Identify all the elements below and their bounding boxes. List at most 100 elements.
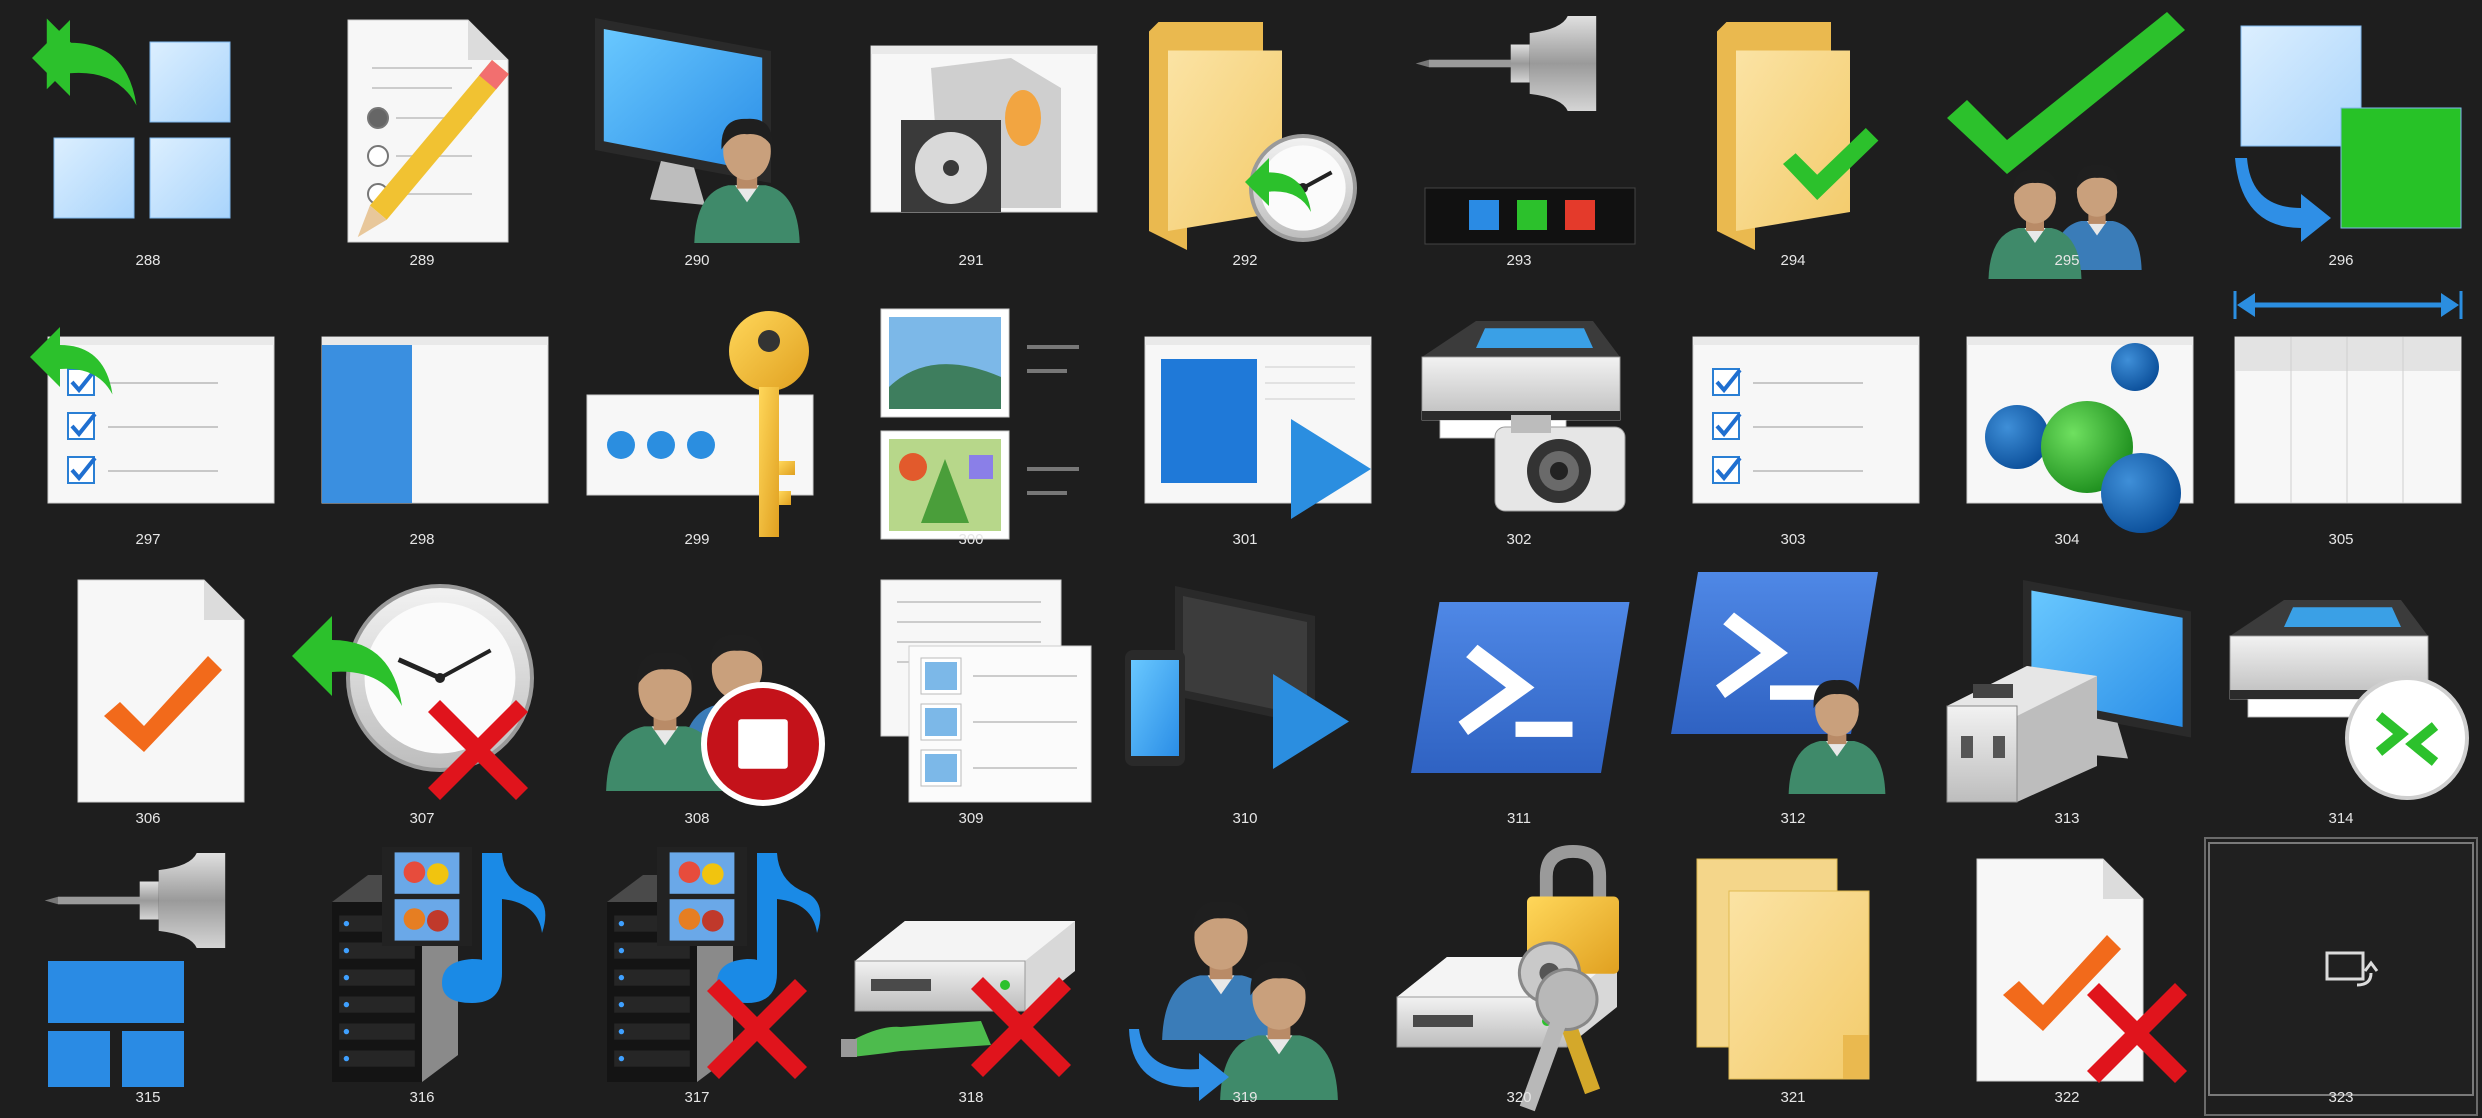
icon-number-label: 315 bbox=[135, 1089, 161, 1106]
icon-tile[interactable]: 314 bbox=[2204, 558, 2478, 837]
icon-number-label: 294 bbox=[1780, 252, 1806, 269]
icon-number-label: 290 bbox=[684, 252, 710, 269]
icon-tile[interactable]: 313 bbox=[1930, 558, 2204, 837]
icon-tile[interactable]: 295 bbox=[1930, 0, 2204, 279]
icon-number-label: 309 bbox=[958, 810, 984, 827]
icon-number-label: 307 bbox=[409, 810, 435, 827]
icon-tile[interactable]: 309 bbox=[834, 558, 1108, 837]
icon-tile[interactable]: 316 bbox=[285, 837, 559, 1116]
undo-checklist-icon bbox=[30, 327, 275, 504]
network-drive-disconnect-icon bbox=[841, 921, 1075, 1077]
software-install-icon bbox=[870, 45, 1098, 213]
device-cast-play-icon bbox=[1125, 586, 1349, 769]
icon-number-label: 288 bbox=[135, 252, 161, 269]
icon-number-label: 289 bbox=[409, 252, 435, 269]
folders-icon bbox=[1696, 858, 1870, 1080]
folder-check-icon bbox=[1717, 22, 1879, 251]
printer-connect-icon bbox=[2229, 600, 2469, 800]
icon-tile[interactable]: 299 bbox=[560, 279, 834, 558]
icon-tile[interactable]: 317 bbox=[560, 837, 834, 1116]
powershell-icon bbox=[1411, 602, 1630, 773]
icon-tile[interactable]: 296 bbox=[2204, 0, 2478, 279]
icon-tile[interactable]: 323 bbox=[2204, 837, 2478, 1116]
icon-number-label: 320 bbox=[1506, 1089, 1532, 1106]
clock-history-delete-icon bbox=[292, 584, 534, 800]
icon-tile[interactable]: 300 bbox=[834, 279, 1108, 558]
icon-number-label: 306 bbox=[135, 810, 161, 827]
icon-tile[interactable]: 297 bbox=[11, 279, 285, 558]
icon-tile[interactable]: 315 bbox=[11, 837, 285, 1116]
icon-tile[interactable]: 302 bbox=[1382, 279, 1656, 558]
image-list-icon bbox=[880, 308, 1079, 540]
icon-number-label: 316 bbox=[409, 1089, 435, 1106]
icon-number-label: 291 bbox=[958, 252, 984, 269]
folder-history-icon bbox=[1149, 22, 1357, 251]
task-document-delete-icon bbox=[1976, 858, 2187, 1083]
icon-tile[interactable]: 294 bbox=[1656, 0, 1930, 279]
window-switch-icon bbox=[2208, 842, 2474, 1096]
icon-number-label: 304 bbox=[2054, 531, 2080, 548]
icon-number-label: 313 bbox=[2054, 810, 2080, 827]
media-window-play-icon bbox=[1144, 336, 1372, 519]
icon-tile[interactable]: 305 bbox=[2204, 279, 2478, 558]
icon-tile[interactable]: 291 bbox=[834, 0, 1108, 279]
icon-tile[interactable]: 321 bbox=[1656, 837, 1930, 1116]
media-server-icon bbox=[332, 847, 546, 1082]
icon-tile[interactable]: 322 bbox=[1930, 837, 2204, 1116]
drive-lock-key-icon bbox=[1396, 845, 1619, 1112]
powershell-user-icon bbox=[1671, 572, 1886, 794]
users-stop-icon bbox=[606, 634, 825, 806]
icon-tile[interactable]: 308 bbox=[560, 558, 834, 837]
icon-tile[interactable]: 301 bbox=[1108, 279, 1382, 558]
icon-tile[interactable]: 310 bbox=[1108, 558, 1382, 837]
icon-tile[interactable]: 318 bbox=[834, 837, 1108, 1116]
undo-tiles-icon bbox=[32, 18, 231, 219]
icon-number-label: 301 bbox=[1232, 531, 1258, 548]
icon-tile[interactable]: 307 bbox=[285, 558, 559, 837]
icon-number-label: 308 bbox=[684, 810, 710, 827]
icon-number-label: 321 bbox=[1780, 1089, 1806, 1106]
icon-tile[interactable]: 288 bbox=[11, 0, 285, 279]
users-check-icon bbox=[1947, 12, 2185, 279]
icon-number-label: 314 bbox=[2328, 810, 2354, 827]
side-pane-window-icon bbox=[321, 336, 549, 504]
icon-number-label: 295 bbox=[2054, 252, 2080, 269]
icon-tile[interactable]: 319 bbox=[1108, 837, 1382, 1116]
icon-number-label: 299 bbox=[684, 531, 710, 548]
icon-number-label: 300 bbox=[958, 531, 984, 548]
pin-taskbar-icon bbox=[1415, 16, 1636, 245]
icon-number-label: 318 bbox=[958, 1089, 984, 1106]
bubbles-window-icon bbox=[1966, 336, 2194, 533]
icon-tile[interactable]: 289 bbox=[285, 0, 559, 279]
icon-tile[interactable]: 290 bbox=[560, 0, 834, 279]
icon-number-label: 323 bbox=[2328, 1089, 2354, 1106]
icon-tile[interactable]: 292 bbox=[1108, 0, 1382, 279]
icon-tile[interactable]: 320 bbox=[1382, 837, 1656, 1116]
icon-number-label: 312 bbox=[1780, 810, 1806, 827]
icon-number-label: 319 bbox=[1232, 1089, 1258, 1106]
move-tile-icon bbox=[2235, 25, 2462, 242]
remote-user-monitor-icon bbox=[595, 18, 800, 243]
toolbox-monitor-icon bbox=[1946, 580, 2191, 803]
icon-tile[interactable]: 306 bbox=[11, 558, 285, 837]
printer-camera-icon bbox=[1421, 321, 1626, 512]
icon-number-label: 297 bbox=[135, 531, 161, 548]
icon-tile[interactable]: 298 bbox=[285, 279, 559, 558]
icon-tile[interactable]: 312 bbox=[1656, 558, 1930, 837]
document-edit-icon bbox=[347, 19, 509, 243]
icon-tile[interactable]: 311 bbox=[1382, 558, 1656, 837]
icon-number-label: 292 bbox=[1232, 252, 1258, 269]
task-document-icon bbox=[77, 579, 245, 803]
users-switch-icon bbox=[1129, 901, 1338, 1101]
icon-tile[interactable]: 303 bbox=[1656, 279, 1930, 558]
icon-number-label: 302 bbox=[1506, 531, 1532, 548]
icon-number-label: 310 bbox=[1232, 810, 1258, 827]
icon-tile[interactable]: 293 bbox=[1382, 0, 1656, 279]
icon-number-label: 322 bbox=[2054, 1089, 2080, 1106]
pin-start-tiles-icon bbox=[44, 853, 226, 1087]
icon-number-label: 317 bbox=[684, 1089, 710, 1106]
icon-number-label: 311 bbox=[1507, 810, 1531, 827]
icon-tile[interactable]: 304 bbox=[1930, 279, 2204, 558]
checklist-window-icon bbox=[1692, 336, 1920, 504]
